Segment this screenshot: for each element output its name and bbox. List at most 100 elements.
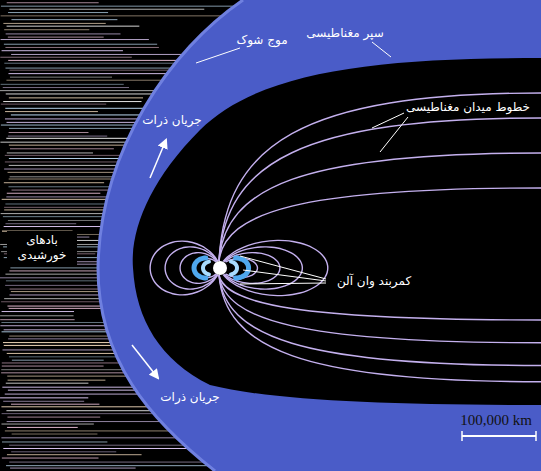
wind-streak <box>7 193 101 194</box>
wind-streak <box>10 267 100 268</box>
wind-streak <box>8 37 104 38</box>
field-line <box>219 153 541 261</box>
wind-streak <box>3 23 105 24</box>
wind-streak <box>5 161 117 162</box>
leader-line <box>372 42 391 57</box>
leader-line <box>380 117 408 152</box>
wind-streak <box>0 315 73 316</box>
wind-streak <box>2 366 104 367</box>
wind-streak <box>9 462 219 463</box>
wind-streak <box>7 26 140 27</box>
wind-streak <box>2 311 74 312</box>
scale-label: 100,000 km <box>460 411 532 430</box>
wind-streak <box>9 294 111 295</box>
wind-streak <box>4 29 89 30</box>
magnetosphere-region <box>133 58 541 405</box>
flow-arrow <box>150 140 166 178</box>
wind-streak <box>0 142 144 143</box>
field-line <box>180 253 217 284</box>
scale-tick <box>461 431 463 441</box>
wind-streak <box>10 148 114 149</box>
field-line <box>224 253 280 284</box>
field-line <box>223 240 328 295</box>
wind-streak <box>1 104 106 105</box>
field-line <box>219 188 541 261</box>
wind-streak <box>1 39 149 40</box>
wind-streak <box>11 451 116 452</box>
van-allen-belts <box>194 258 249 278</box>
wind-streak <box>3 401 84 402</box>
field-line <box>219 118 541 261</box>
wind-streak <box>9 97 143 98</box>
leader-line <box>240 283 326 284</box>
wind-streak <box>4 169 118 170</box>
wind-streak <box>12 434 98 435</box>
radiation-belt <box>231 262 237 275</box>
wind-streak <box>4 63 185 64</box>
leader-line <box>243 270 326 281</box>
wind-streak <box>1 6 238 7</box>
wind-streak <box>0 57 131 58</box>
leader-line <box>196 48 240 63</box>
wind-streak <box>1 322 119 323</box>
field-line <box>219 93 541 261</box>
wind-streak <box>1 15 249 16</box>
wind-streak <box>0 319 74 320</box>
wind-streak <box>9 132 89 133</box>
wind-streak <box>2 50 123 51</box>
earth <box>213 261 227 275</box>
wind-streak <box>7 427 78 428</box>
radiation-belt <box>236 258 249 278</box>
wind-streak <box>8 12 108 13</box>
wind-streak <box>9 145 137 146</box>
wind-streak <box>6 33 121 34</box>
wind-streak <box>7 152 93 153</box>
leader-line <box>372 113 404 128</box>
wind-streak <box>3 101 141 102</box>
magnetosheath-region <box>98 0 541 471</box>
field-line <box>219 275 541 366</box>
wind-streak <box>3 87 129 88</box>
wind-streak <box>7 421 175 422</box>
wind-streak <box>6 93 155 94</box>
wind-streak <box>5 47 158 48</box>
wind-streak <box>8 380 106 381</box>
field-line <box>165 247 217 289</box>
field-line <box>224 247 303 289</box>
field-line <box>219 275 541 382</box>
wind-streak <box>7 417 100 418</box>
wind-streak <box>6 138 136 139</box>
field-line <box>150 241 218 295</box>
wind-streak <box>0 397 88 398</box>
flow-label: جریان ذرات <box>142 113 201 128</box>
radiation-belt <box>203 262 209 275</box>
field-line-label: خطوط میدان مغناطیسی <box>406 100 530 115</box>
scale-tick <box>535 431 537 441</box>
wind-streak <box>8 136 107 137</box>
shock-label: موج شوک <box>236 33 287 48</box>
wind-streak <box>12 360 104 361</box>
wind-streak <box>1 84 124 85</box>
wind-streak <box>6 465 228 466</box>
flow-arrow <box>132 345 158 378</box>
wind-streak <box>1 424 93 425</box>
field-lines <box>150 93 541 382</box>
wind-streak <box>7 454 142 455</box>
radiation-belt <box>194 258 206 278</box>
wind-streak <box>4 44 157 45</box>
wind-streak <box>5 108 147 109</box>
wind-streak <box>5 111 98 112</box>
wind-streak <box>6 383 89 384</box>
wind-streak <box>2 458 99 459</box>
magnetopause-label: سپر مغناطیسی <box>306 26 383 41</box>
wind-streak <box>1 437 181 438</box>
belt-label: کمربند وان آلن <box>337 274 411 289</box>
flow-label: جریان ذرات <box>160 390 219 405</box>
wind-streak <box>6 223 77 224</box>
solar-wind-label: بادهای خورشیدی <box>7 231 77 265</box>
wind-streak <box>11 404 99 405</box>
